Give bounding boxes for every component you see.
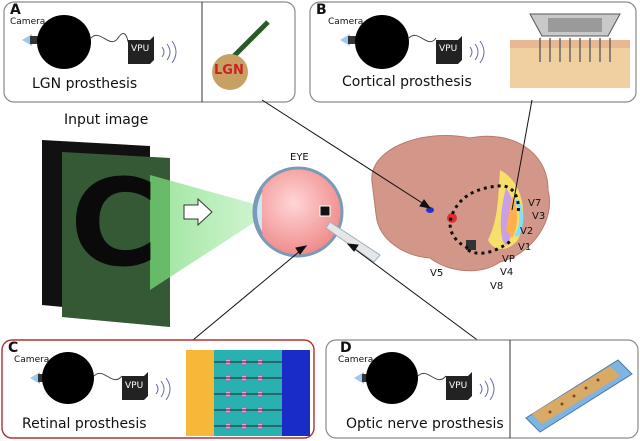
area-label-v4: V4 <box>500 267 514 278</box>
wire-icon <box>408 34 437 43</box>
lgn-label: LGN <box>214 63 244 78</box>
wireless-icon <box>469 40 485 64</box>
panel-c <box>1 339 315 439</box>
panel-b <box>309 1 637 103</box>
input-image-label: Input image <box>64 112 149 128</box>
panel-a-camera-label: Camera <box>10 17 46 27</box>
vpu-box-icon <box>128 36 154 64</box>
wireless-icon <box>155 377 171 401</box>
panel-c-vpu-label: VPU <box>125 381 144 391</box>
panel-d-camera-label: Camera <box>338 355 374 365</box>
vpu-box-icon <box>122 372 148 400</box>
panel-a-letter: A <box>10 2 21 18</box>
panel-c-camera-label: Camera <box>14 355 50 365</box>
panel-b-letter: B <box>316 2 327 18</box>
area-label-vp: VP <box>502 254 515 265</box>
wire-icon <box>93 372 123 381</box>
retina-electrode-icon <box>186 350 310 436</box>
eye-label: EYE <box>290 152 309 163</box>
panel-b-title: Cortical prosthesis <box>342 74 472 90</box>
input-image <box>42 140 258 327</box>
camera-icon <box>340 34 356 46</box>
panel-d-title: Optic nerve prosthesis <box>346 416 504 432</box>
area-label-v2: V2 <box>520 226 534 237</box>
cortical-chip-icon <box>510 13 630 88</box>
area-label-v8: V8 <box>490 281 504 292</box>
panel-c-title: Retinal prosthesis <box>22 416 147 432</box>
panel-b-vpu-label: VPU <box>439 44 458 54</box>
eyeball-icon <box>366 352 418 404</box>
vpu-box-icon <box>446 372 472 400</box>
arrow-icon <box>183 197 213 227</box>
camera-icon <box>22 34 38 46</box>
optic-nerve-electrode-icon <box>525 359 633 433</box>
area-label-v5: V5 <box>430 268 444 279</box>
input-image-letter: C <box>70 155 159 294</box>
eyeball-icon <box>355 15 409 69</box>
panel-d-letter: D <box>340 340 352 356</box>
panel-a <box>3 1 296 103</box>
vpu-box-icon <box>436 36 462 64</box>
panel-b-camera-label: Camera <box>328 17 364 27</box>
lgn-probe-icon <box>212 20 270 90</box>
eye-illustration <box>252 166 381 263</box>
panel-d <box>325 339 639 439</box>
panel-d-vpu-label: VPU <box>449 381 468 391</box>
area-label-v7: V7 <box>528 198 542 209</box>
wireless-icon <box>161 40 177 64</box>
wire-icon <box>417 372 447 381</box>
connector-lines <box>192 99 533 343</box>
area-label-v3: V3 <box>532 211 546 222</box>
panel-c-letter: C <box>8 340 19 356</box>
wireless-icon <box>479 377 495 401</box>
eyeball-icon <box>37 15 91 69</box>
brain-illustration <box>371 135 550 272</box>
panel-a-vpu-label: VPU <box>131 44 150 54</box>
panel-a-title: LGN prosthesis <box>32 76 138 92</box>
eyeball-icon <box>42 352 94 404</box>
area-label-v1: V1 <box>518 242 532 253</box>
wire-icon <box>90 33 129 43</box>
